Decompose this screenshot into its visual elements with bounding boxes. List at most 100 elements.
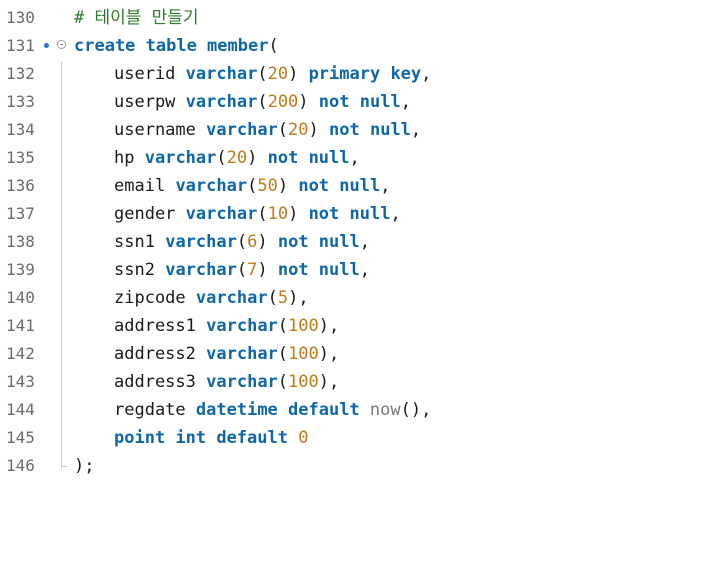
gutter: 132 bbox=[0, 60, 70, 88]
close-paren: ) bbox=[277, 176, 289, 196]
code-line-135[interactable]: 135 hp varchar(20) not null, bbox=[0, 144, 702, 172]
code-text: gender varchar(10) not null, bbox=[74, 200, 401, 228]
code-line-131[interactable]: 131 create table member( bbox=[0, 32, 702, 60]
close-paren: ) bbox=[298, 92, 309, 112]
sql-function: now bbox=[369, 400, 401, 420]
line-end: , bbox=[359, 260, 370, 280]
code-text: hp varchar(20) not null, bbox=[74, 144, 360, 172]
open-paren: ( bbox=[257, 92, 268, 112]
code-line-132[interactable]: 132 userid varchar(20) primary key, bbox=[0, 60, 702, 88]
gutter: 133 bbox=[0, 88, 70, 116]
gutter: 143 bbox=[0, 368, 70, 396]
close-paren: ) bbox=[247, 148, 258, 168]
sql-number: 50 bbox=[257, 176, 278, 196]
line-number: 140 bbox=[6, 288, 35, 307]
code-text: ); bbox=[74, 452, 94, 480]
code-line-146[interactable]: 146 ); bbox=[0, 452, 702, 480]
code-line-130[interactable]: 130 # 테이블 만들기 bbox=[0, 4, 702, 32]
column-name: zipcode bbox=[114, 288, 186, 308]
sql-comment: # 테이블 만들기 bbox=[74, 8, 199, 28]
line-number: 139 bbox=[6, 260, 35, 279]
code-line-133[interactable]: 133 userpw varchar(200) not null, bbox=[0, 88, 702, 116]
sql-number: 7 bbox=[247, 260, 258, 280]
column-name: username bbox=[114, 120, 196, 140]
code-text: zipcode varchar(5), bbox=[74, 284, 309, 312]
code-line-139[interactable]: 139 ssn2 varchar(7) not null, bbox=[0, 256, 702, 284]
code-text: regdate datetime default now(), bbox=[74, 396, 431, 424]
line-end: , bbox=[421, 64, 432, 84]
code-text: address2 varchar(100), bbox=[74, 340, 339, 368]
sql-punctuation: ( bbox=[268, 36, 279, 56]
gutter: 144 bbox=[0, 396, 70, 424]
code-text: userid varchar(20) primary key, bbox=[74, 60, 431, 88]
code-editor[interactable]: 130 # 테이블 만들기 131 create table member( 1… bbox=[0, 4, 702, 487]
gutter: 135 bbox=[0, 144, 70, 172]
sql-type: varchar bbox=[175, 176, 248, 196]
line-number: 131 bbox=[6, 36, 35, 55]
code-text: username varchar(20) not null, bbox=[74, 116, 421, 144]
bookmark-dot-icon[interactable] bbox=[44, 43, 49, 48]
sql-type: varchar bbox=[185, 64, 258, 84]
code-line-134[interactable]: 134 username varchar(20) not null, bbox=[0, 116, 702, 144]
code-line-142[interactable]: 142 address2 varchar(100), bbox=[0, 340, 702, 368]
open-paren: ( bbox=[277, 120, 289, 140]
close-paren: ) bbox=[318, 316, 330, 336]
sql-type: varchar bbox=[206, 372, 278, 392]
sql-number: 20 bbox=[226, 148, 248, 168]
code-text: # 테이블 만들기 bbox=[74, 4, 199, 32]
gutter: 137 bbox=[0, 200, 70, 228]
line-end: , bbox=[329, 372, 340, 392]
code-line-136[interactable]: 136 email varchar(50) not null, bbox=[0, 172, 702, 200]
fold-guide-end bbox=[61, 466, 68, 467]
sql-constraint: not null bbox=[318, 92, 401, 112]
fold-collapse-icon[interactable] bbox=[57, 40, 66, 49]
gutter: 134 bbox=[0, 116, 70, 144]
line-end: , bbox=[329, 316, 340, 336]
open-paren: ( bbox=[247, 176, 258, 196]
gutter: 142 bbox=[0, 340, 70, 368]
line-number: 146 bbox=[6, 456, 35, 475]
line-end: , bbox=[410, 120, 422, 140]
gutter: 138 bbox=[0, 228, 70, 256]
gutter: 131 bbox=[0, 32, 70, 60]
column-name: ssn2 bbox=[114, 260, 155, 280]
close-paren: ) bbox=[288, 64, 299, 84]
sql-constraint: primary key bbox=[308, 64, 422, 84]
code-line-145[interactable]: 145 point int default 0 bbox=[0, 424, 702, 452]
open-paren: ( bbox=[277, 372, 289, 392]
code-text: userpw varchar(200) not null, bbox=[74, 88, 411, 116]
sql-constraint: not null bbox=[277, 260, 360, 280]
gutter: 141 bbox=[0, 312, 70, 340]
code-line-141[interactable]: 141 address1 varchar(100), bbox=[0, 312, 702, 340]
open-paren: ( bbox=[236, 260, 248, 280]
sql-punctuation: ); bbox=[74, 456, 95, 476]
line-end: , bbox=[329, 344, 340, 364]
code-line-138[interactable]: 138 ssn1 varchar(6) not null, bbox=[0, 228, 702, 256]
sql-type: varchar bbox=[165, 232, 237, 252]
code-line-137[interactable]: 137 gender varchar(10) not null, bbox=[0, 200, 702, 228]
close-paren: ) bbox=[288, 288, 299, 308]
sql-number: 20 bbox=[267, 64, 289, 84]
column-name: userpw bbox=[114, 92, 176, 112]
sql-constraint: not null bbox=[329, 120, 411, 140]
line-number: 137 bbox=[6, 204, 35, 223]
code-line-143[interactable]: 143 address3 varchar(100), bbox=[0, 368, 702, 396]
code-text: ssn2 varchar(7) not null, bbox=[74, 256, 370, 284]
line-end: , bbox=[421, 400, 432, 420]
sql-number: 100 bbox=[288, 372, 319, 392]
close-paren: ) bbox=[308, 120, 319, 140]
open-paren: ( bbox=[257, 64, 268, 84]
gutter: 139 bbox=[0, 256, 70, 284]
line-number: 133 bbox=[6, 92, 35, 111]
code-line-140[interactable]: 140 zipcode varchar(5), bbox=[0, 284, 702, 312]
line-number: 136 bbox=[6, 176, 35, 195]
line-end: , bbox=[349, 148, 360, 168]
code-line-144[interactable]: 144 regdate datetime default now(), bbox=[0, 396, 702, 424]
line-number: 145 bbox=[6, 428, 35, 447]
gutter: 130 bbox=[0, 4, 70, 32]
column-name: ssn1 bbox=[114, 232, 155, 252]
line-end: , bbox=[380, 176, 391, 196]
code-text: address1 varchar(100), bbox=[74, 312, 339, 340]
sql-number: 6 bbox=[247, 232, 258, 252]
code-text: ssn1 varchar(6) not null, bbox=[74, 228, 370, 256]
